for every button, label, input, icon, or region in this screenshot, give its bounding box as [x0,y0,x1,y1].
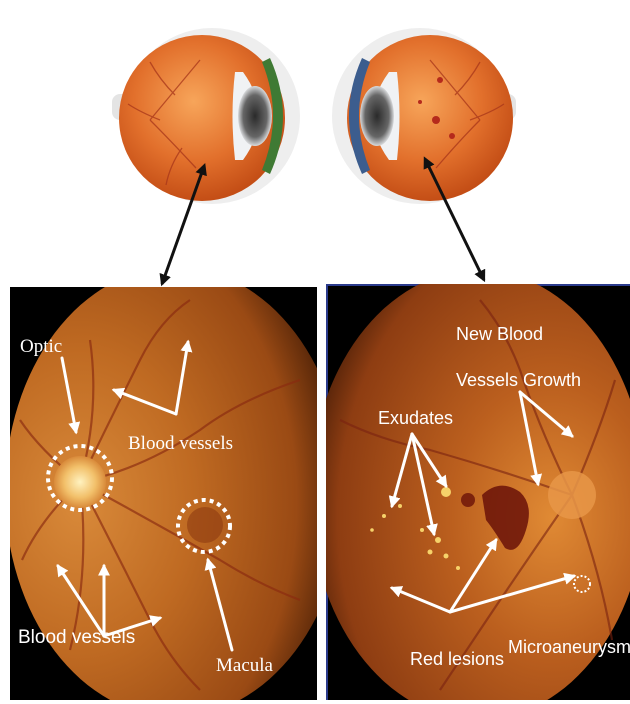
left-eyeball-illustration [112,28,300,204]
label-new-blood-line2: Vessels Growth [456,370,581,390]
label-macula: Macula [216,655,274,676]
hemorrhage-small [461,493,475,507]
optic-disc [548,471,596,519]
macula-spot [187,507,223,543]
normal-fundus-panel: Optic Blood vessels Blood vessels Macula [5,267,345,704]
label-red-lesions: Red lesions [410,649,504,669]
label-new-blood-line1: New Blood [456,324,543,344]
label-optic: Optic [20,336,62,357]
optic-disc [54,456,106,508]
diabetic-retinopathy-fundus-panel: New Blood Vessels Growth Exudates Red le… [310,270,630,704]
label-microaneurysms: Microaneurysms [508,637,630,657]
right-eyeball-illustration [332,28,516,204]
pupil [238,86,272,146]
pupil [360,86,394,146]
label-blood-vessels-top: Blood vessels [128,433,233,454]
label-exudates: Exudates [378,408,453,428]
